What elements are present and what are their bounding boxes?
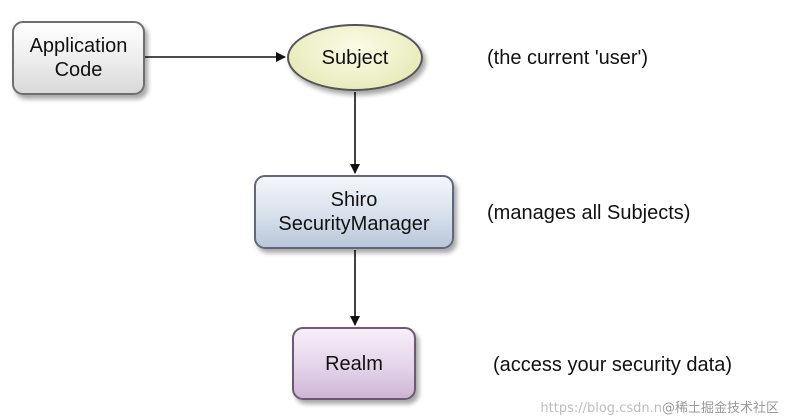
subject-label-line-1: Subject bbox=[321, 46, 389, 69]
security-manager-label: Shiro SecurityManager bbox=[278, 188, 429, 236]
realm-node: Realm bbox=[292, 327, 416, 400]
subject-annotation: (the current 'user') bbox=[487, 47, 649, 69]
security-manager-annotation: (manages all Subjects) bbox=[487, 202, 691, 224]
subject-label: Subject bbox=[322, 46, 389, 70]
subject-node: Subject bbox=[287, 24, 423, 91]
watermark: https://blog.csdn.n@稀土掘金技术社区 bbox=[540, 397, 779, 416]
realm-label-line-1: Realm bbox=[325, 352, 383, 375]
watermark-brand: @稀土掘金技术社区 bbox=[661, 401, 779, 416]
application-code-node: Application Code bbox=[12, 21, 145, 95]
security-manager-label-line-1: Shiro bbox=[330, 189, 378, 211]
security-manager-node: Shiro SecurityManager bbox=[254, 175, 454, 249]
application-code-label-line-2: Code bbox=[54, 59, 103, 81]
watermark-url: https://blog.csdn.n bbox=[540, 401, 662, 416]
realm-annotation: (access your security data) bbox=[493, 354, 732, 376]
realm-label: Realm bbox=[325, 352, 383, 376]
security-manager-label-line-2: SecurityManager bbox=[278, 213, 430, 235]
application-code-label-line-1: Application bbox=[29, 35, 128, 57]
application-code-label: Application Code bbox=[30, 34, 128, 82]
